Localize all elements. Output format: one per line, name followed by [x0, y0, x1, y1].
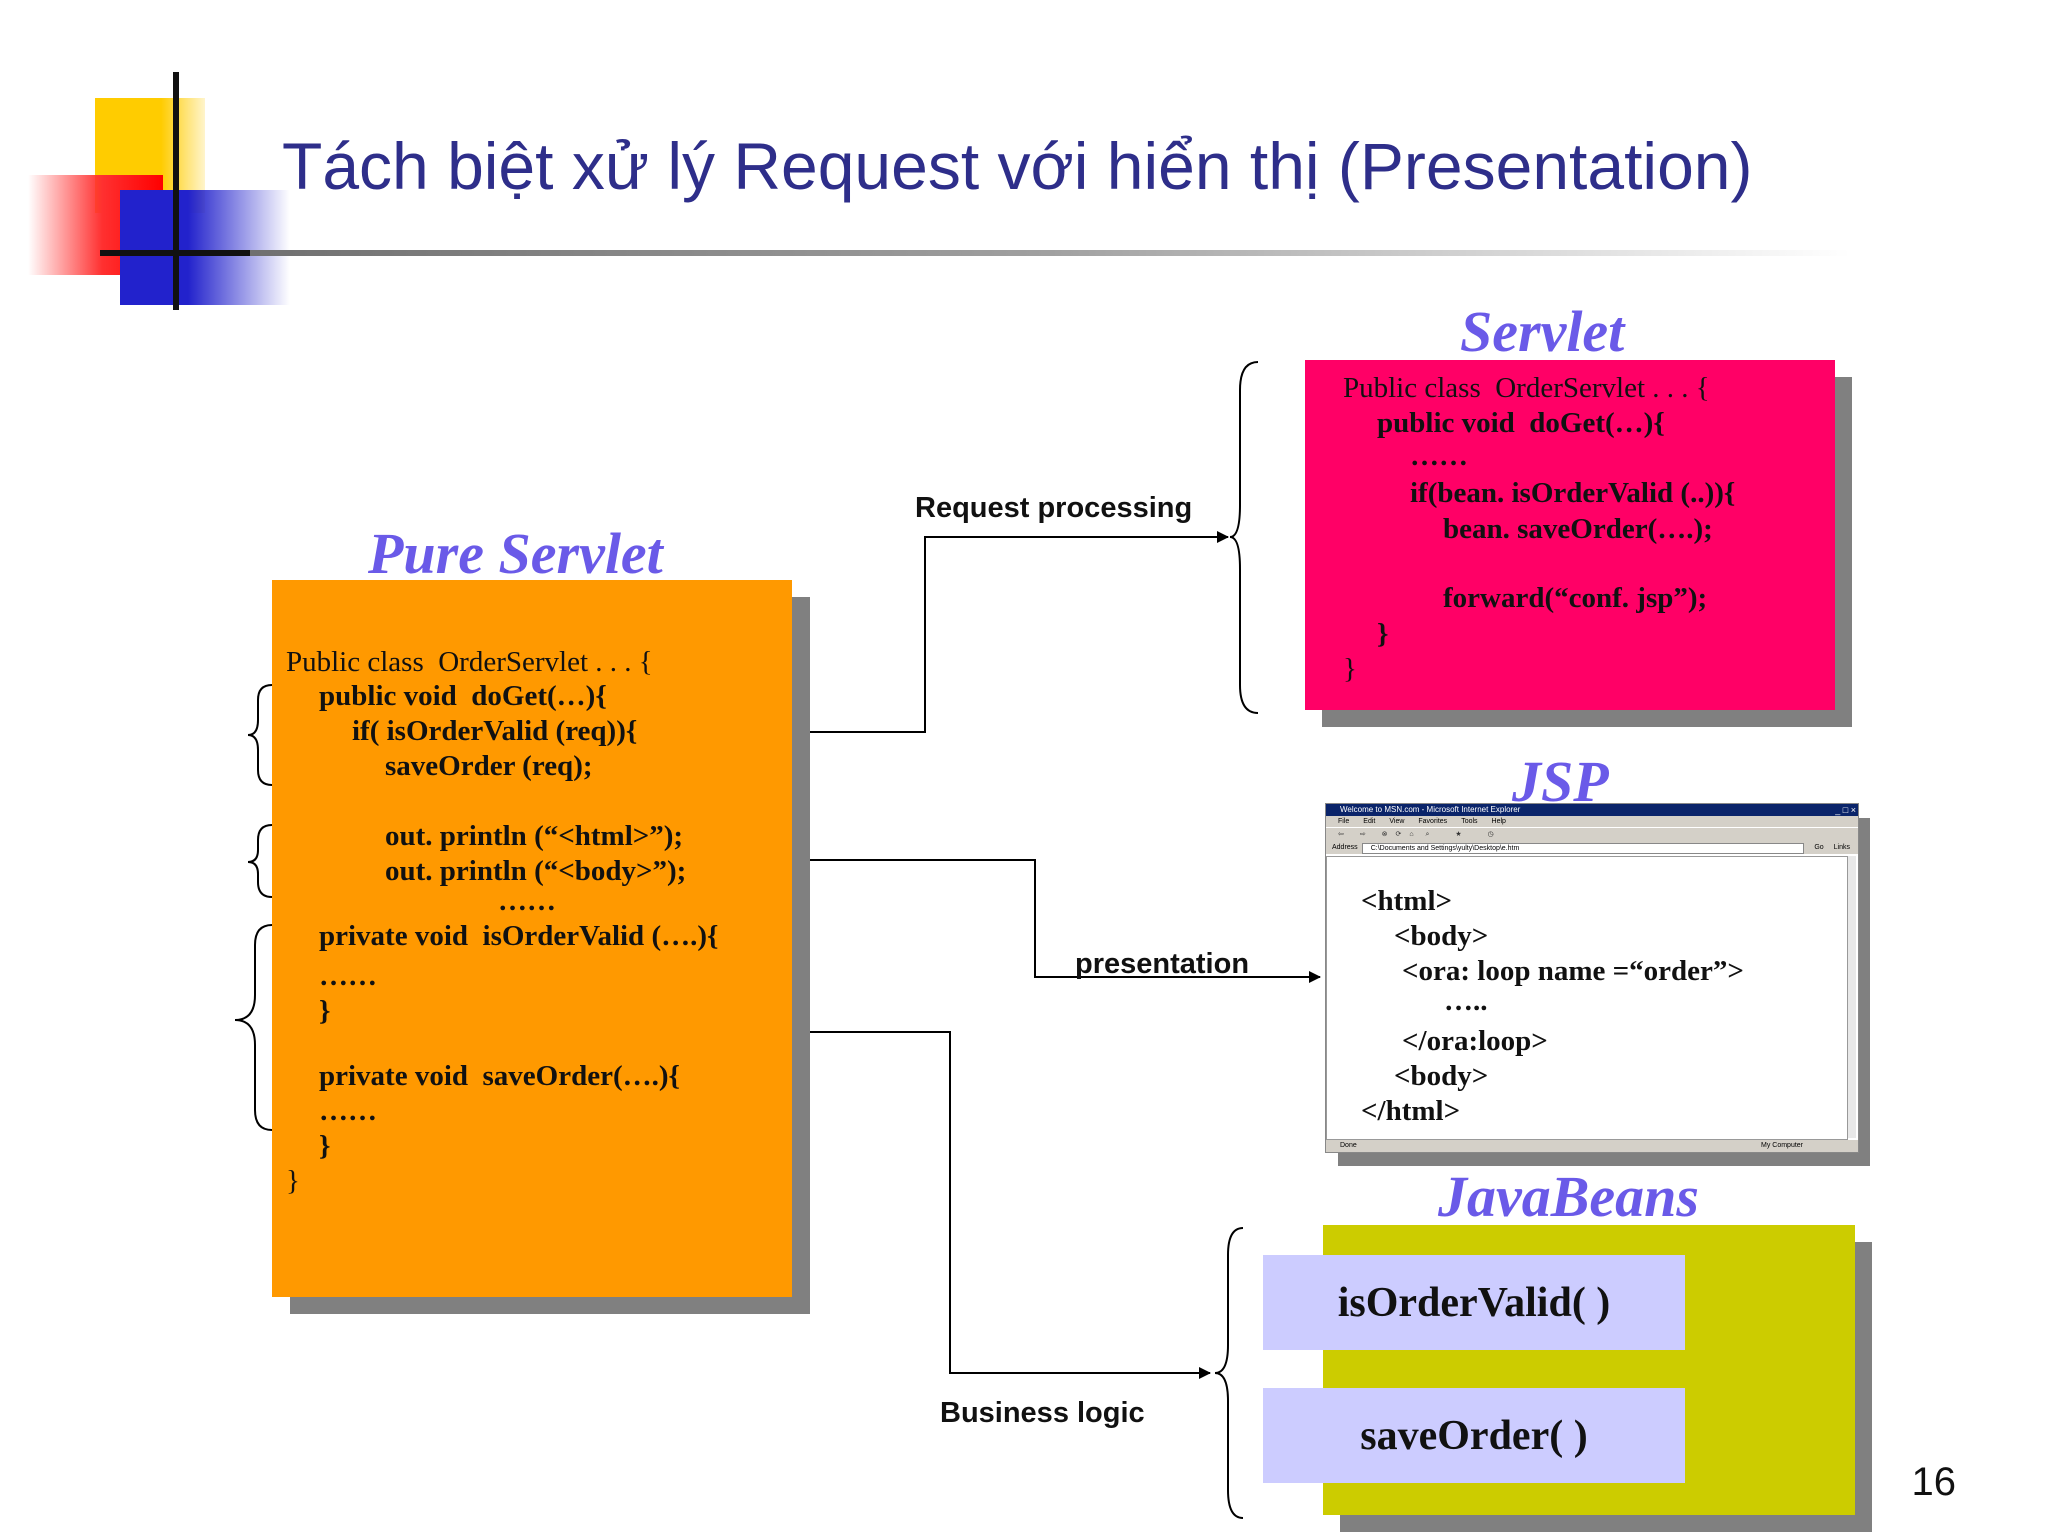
presentation-line [746, 859, 1321, 983]
go-button[interactable]: Go [1814, 844, 1824, 851]
ps-line-3: saveOrder (req); [385, 750, 593, 782]
address-input[interactable]: C:\Documents and Settings\yulty\Desktop\… [1361, 842, 1805, 854]
stop-icon[interactable]: ⊗ [1381, 831, 1388, 838]
status-computer: My Computer [1761, 1142, 1804, 1149]
business-logic-line [800, 1031, 1211, 1379]
javabeans-label: JavaBeans [1438, 1164, 1699, 1229]
sv-line-6: } [1377, 618, 1389, 650]
menu-file[interactable]: File [1338, 818, 1350, 825]
browser-titlebar: Welcome to MSN.com - Microsoft Internet … [1326, 804, 1858, 816]
ps-line-9: } [319, 995, 331, 1027]
pure-servlet-box: Public class OrderServlet . . . { public… [272, 580, 792, 1297]
history-icon[interactable]: ◷ [1487, 831, 1494, 838]
ps-line-13: } [286, 1165, 300, 1197]
menu-view[interactable]: View [1389, 818, 1405, 825]
ps-line-0: Public class OrderServlet . . . { [286, 646, 653, 678]
javabeans-brace [1214, 1227, 1244, 1519]
ps-line-2: if( isOrderValid (req)){ [352, 715, 638, 747]
sv-line-0: Public class OrderServlet . . . { [1343, 372, 1710, 404]
status-done: Done [1340, 1142, 1357, 1149]
blue-square [120, 190, 290, 305]
left-brace-3 [234, 924, 273, 1131]
forward-icon[interactable]: ⇨ [1359, 831, 1366, 838]
refresh-icon[interactable]: ⟳ [1395, 831, 1402, 838]
servlet-brace [1229, 361, 1259, 714]
favorites-icon[interactable]: ★ [1455, 831, 1462, 838]
browser-menubar: File Edit View Favorites Tools Help [1326, 816, 1858, 827]
ps-line-10: private void saveOrder(….){ [319, 1060, 680, 1092]
ps-line-5: out. println (“<body>”); [385, 855, 687, 887]
jsp-line-1: <body> [1394, 920, 1489, 952]
jsp-line-6: </html> [1361, 1095, 1461, 1127]
horizontal-bar [100, 250, 300, 256]
jsp-line-0: <html> [1361, 885, 1453, 917]
jsp-label: JSP [1512, 749, 1609, 814]
servlet-box: Public class OrderServlet . . . { public… [1305, 360, 1835, 710]
window-controls: _ □ × [1835, 805, 1856, 815]
ps-line-12: } [319, 1130, 331, 1162]
sv-line-4: bean. saveOrder(….); [1443, 513, 1713, 545]
address-label: Address [1332, 844, 1358, 851]
jsp-line-3: ….. [1444, 985, 1488, 1017]
browser-toolbar: ⇦ ⇨ ⊗ ⟳ ⌂ ⌕ ★ ◷ [1326, 827, 1858, 842]
jsp-line-5: <body> [1394, 1060, 1489, 1092]
ps-line-7: private void isOrderValid (….){ [319, 920, 719, 952]
business-logic-label: Business logic [940, 1397, 1145, 1429]
sv-line-3: if(bean. isOrderValid (..)){ [1410, 477, 1736, 509]
request-processing-line [746, 531, 1229, 733]
sv-line-7: } [1343, 653, 1357, 685]
ps-line-1: public void doGet(…){ [319, 680, 607, 712]
browser-statusbar: Done My Computer [1326, 1140, 1858, 1152]
menu-edit[interactable]: Edit [1363, 818, 1376, 825]
left-brace-2 [247, 824, 273, 898]
browser-content: <html> <body> <ora: loop name =“order”> … [1326, 856, 1848, 1140]
vertical-bar [173, 72, 179, 310]
method-isordervalid: isOrderValid( ) [1263, 1255, 1685, 1350]
corner-decoration [0, 60, 300, 320]
back-icon[interactable]: ⇦ [1338, 831, 1344, 838]
left-brace-1 [247, 684, 273, 786]
ps-line-4: out. println (“<html>”); [385, 820, 684, 852]
sv-line-1: public void doGet(…){ [1377, 407, 1665, 439]
ps-line-8: …… [319, 960, 377, 992]
jsp-line-4: </ora:loop> [1402, 1025, 1548, 1057]
presentation-label: presentation [1075, 948, 1250, 980]
search-icon[interactable]: ⌕ [1425, 831, 1430, 838]
request-processing-label: Request processing [915, 492, 1193, 524]
menu-tools[interactable]: Tools [1461, 818, 1478, 825]
browser-addressbar: Address C:\Documents and Settings\yulty\… [1326, 842, 1858, 854]
slide-title: Tách biệt xử lý Request với hiển thị (Pr… [282, 129, 1753, 203]
links-button[interactable]: Links [1833, 844, 1850, 851]
browser-scrollbar[interactable] [1848, 856, 1856, 1138]
sv-line-2: …… [1410, 440, 1468, 472]
menu-help[interactable]: Help [1491, 818, 1506, 825]
ps-line-6: …… [498, 885, 556, 917]
browser-title: Welcome to MSN.com - Microsoft Internet … [1340, 805, 1521, 814]
method-saveorder: saveOrder( ) [1263, 1388, 1685, 1483]
sv-line-5: forward(“conf. jsp”); [1443, 582, 1708, 614]
servlet-label: Servlet [1460, 299, 1625, 364]
jsp-browser-window: Welcome to MSN.com - Microsoft Internet … [1325, 803, 1859, 1153]
home-icon[interactable]: ⌂ [1409, 831, 1414, 838]
ps-line-11: …… [319, 1095, 377, 1127]
menu-favorites[interactable]: Favorites [1418, 818, 1448, 825]
jsp-line-2: <ora: loop name =“order”> [1402, 955, 1744, 987]
pure-servlet-label: Pure Servlet [368, 521, 663, 586]
page-number: 16 [1911, 1460, 1957, 1504]
title-rule [250, 250, 1850, 256]
